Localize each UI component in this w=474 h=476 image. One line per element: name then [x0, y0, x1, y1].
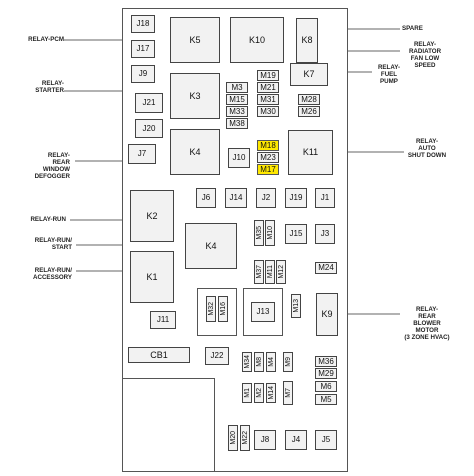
relay-k11: K11	[288, 130, 333, 175]
relay-k2: K2	[130, 190, 174, 242]
fuse-j21: J21	[135, 93, 163, 113]
fuse-m13: M13	[291, 294, 301, 318]
fuse-j11: J11	[150, 311, 176, 329]
label-spare: SPARE	[402, 25, 423, 32]
fuse-m23: M23	[257, 152, 279, 163]
fuse-m3: M3	[226, 82, 248, 93]
fuse-m9: M9	[283, 352, 293, 372]
fuse-m34: M34	[242, 352, 252, 372]
fuse-m30: M30	[257, 106, 279, 117]
fuse-j5: J5	[315, 430, 337, 450]
fuse-m17-highlighted: M17	[257, 164, 279, 175]
fuse-j1: J1	[315, 188, 335, 208]
fuse-m37: M37	[254, 260, 264, 284]
fuse-m19: M19	[257, 70, 279, 81]
label-relay-run: RELAY-RUN	[30, 216, 66, 223]
relay-k10: K10	[230, 17, 284, 63]
fuse-m12: M12	[276, 260, 286, 284]
relay-k5: K5	[170, 17, 220, 63]
fuse-j3: J3	[315, 224, 335, 244]
fuse-group-j13	[243, 288, 283, 336]
fuse-j9: J9	[131, 65, 155, 83]
label-relay-starter: RELAY- STARTER	[35, 80, 64, 94]
fuse-m15: M15	[226, 94, 248, 105]
fuse-m10: M10	[265, 220, 275, 246]
fuse-m26: M26	[298, 106, 320, 117]
fuse-j4: J4	[285, 430, 307, 450]
label-relay-run-start: RELAY-RUN/ START	[34, 237, 72, 251]
label-relay-radiator-fan-low-speed: RELAY- RADIATOR FAN LOW SPEED	[408, 41, 442, 69]
circuit-breaker-cb1: CB1	[128, 347, 190, 363]
fuse-m4: M4	[266, 352, 276, 372]
fuse-j18: J18	[131, 15, 155, 33]
fuse-m11: M11	[265, 260, 275, 284]
fuse-m28: M28	[298, 94, 320, 105]
label-relay-rear-window-defogger: RELAY- REAR WINDOW DEFOGGER	[34, 152, 70, 180]
fuse-j10: J10	[228, 148, 250, 168]
label-relay-auto-shut-down: RELAY- AUTO SHUT DOWN	[407, 138, 447, 159]
fuse-m16: M16	[218, 296, 228, 322]
fuse-m22: M22	[240, 425, 250, 451]
relay-k7: K7	[290, 63, 328, 86]
fuse-m38: M38	[226, 118, 248, 129]
fuse-m1: M1	[242, 383, 252, 403]
fuse-j14: J14	[225, 188, 247, 208]
fuse-m31: M31	[257, 94, 279, 105]
fuse-m36: M36	[315, 356, 337, 367]
fuse-m21: M21	[257, 82, 279, 93]
fuse-m18-highlighted: M18	[257, 140, 279, 151]
label-relay-fuel-pump: RELAY- FUEL PUMP	[377, 64, 401, 85]
fuse-m32: M32	[206, 296, 216, 322]
label-relay-pcm: RELAY-PCM	[28, 36, 64, 43]
fuse-m29: M29	[315, 368, 337, 379]
fuse-m5: M5	[315, 394, 337, 405]
relay-k9: K9	[316, 293, 338, 336]
label-relay-run-accessory: RELAY-RUN/ ACCESSORY	[33, 267, 72, 281]
fuse-m2: M2	[254, 383, 264, 403]
fuse-m24: M24	[315, 262, 337, 274]
fuse-m6: M6	[315, 381, 337, 392]
fuse-j7: J7	[128, 144, 156, 164]
relay-k4-top: K4	[170, 129, 220, 175]
fuse-j2: J2	[256, 188, 276, 208]
fuse-m20: M20	[228, 425, 238, 451]
fuse-j6: J6	[196, 188, 216, 208]
relay-k1: K1	[130, 251, 174, 303]
relay-k3: K3	[170, 73, 220, 119]
lower-left-section	[122, 378, 215, 472]
fuse-group-m32-m16	[197, 288, 237, 336]
relay-k4-mid: K4	[185, 223, 237, 269]
fuse-j17: J17	[131, 40, 155, 58]
fuse-m35: M35	[254, 220, 264, 246]
fuse-j20: J20	[135, 119, 163, 138]
fuse-j8: J8	[254, 430, 276, 450]
fuse-m33: M33	[226, 106, 248, 117]
fuse-m8: M8	[254, 352, 264, 372]
fuse-j15: J15	[285, 224, 307, 244]
label-relay-rear-blower-motor: RELAY- REAR BLOWER MOTOR (3 ZONE HVAC)	[404, 306, 450, 341]
fuse-j19: J19	[285, 188, 307, 208]
relay-k8: K8	[296, 18, 318, 63]
fuse-m14: M14	[266, 383, 276, 403]
fuse-m7: M7	[283, 381, 293, 405]
fuse-j13: J13	[251, 302, 275, 322]
fuse-j22: J22	[205, 347, 229, 365]
